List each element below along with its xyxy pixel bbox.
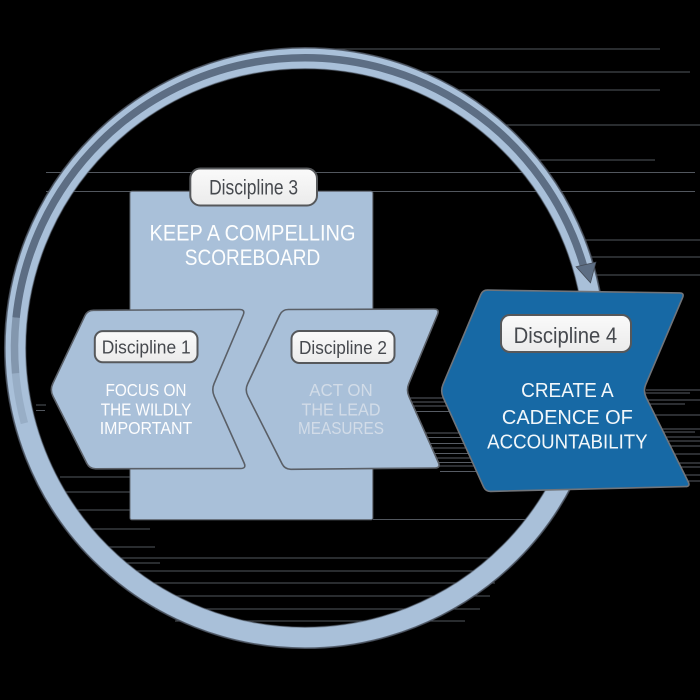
svg-text:ACCOUNTABILITY: ACCOUNTABILITY (487, 431, 648, 453)
svg-text:CADENCE OF: CADENCE OF (502, 407, 633, 429)
svg-text:ACT ON: ACT ON (309, 380, 373, 400)
svg-text:Discipline 3: Discipline 3 (209, 177, 298, 200)
svg-text:Discipline 1: Discipline 1 (102, 336, 191, 357)
svg-text:Discipline 4: Discipline 4 (514, 323, 618, 348)
svg-text:THE LEAD: THE LEAD (302, 400, 381, 420)
svg-text:FOCUS ON: FOCUS ON (106, 380, 187, 400)
svg-text:IMPORTANT: IMPORTANT (100, 418, 193, 438)
svg-text:CREATE A: CREATE A (521, 380, 614, 402)
svg-text:Discipline 2: Discipline 2 (299, 337, 387, 358)
svg-text:MEASURES: MEASURES (298, 418, 384, 438)
svg-text:KEEP A COMPELLING: KEEP A COMPELLING (150, 221, 356, 246)
svg-text:THE WILDLY: THE WILDLY (101, 400, 192, 420)
svg-text:SCOREBOARD: SCOREBOARD (185, 245, 321, 270)
